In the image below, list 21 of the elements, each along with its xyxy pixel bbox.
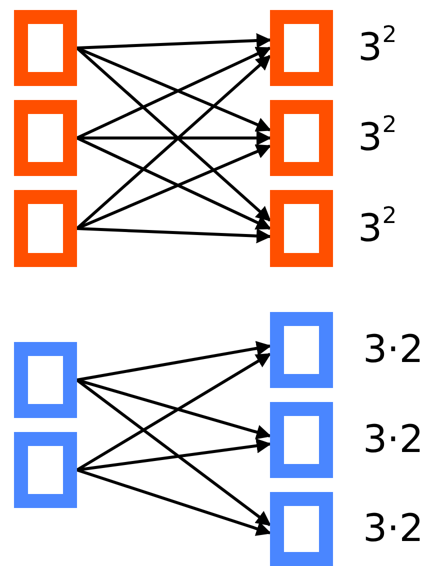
square-frame [270,312,333,388]
square-frame [14,342,77,418]
math-label: 3·2 [363,509,424,547]
arrow [76,340,272,382]
square-frame [270,492,333,566]
square-frame [14,100,77,176]
math-label: 3$^{2}$ [358,208,397,246]
square-frame [270,100,333,176]
arrow [76,33,272,50]
arrow [76,227,272,244]
arrow [76,378,272,526]
arrow [76,352,272,472]
square-frame [14,10,77,86]
square-frame [14,432,77,508]
square-frame [270,190,333,267]
math-label: 3·2 [363,420,424,458]
square-frame [14,190,77,267]
arrow [76,468,272,536]
square-frame [270,10,333,86]
square-frame [270,402,333,478]
math-label: 3·2 [363,330,424,368]
